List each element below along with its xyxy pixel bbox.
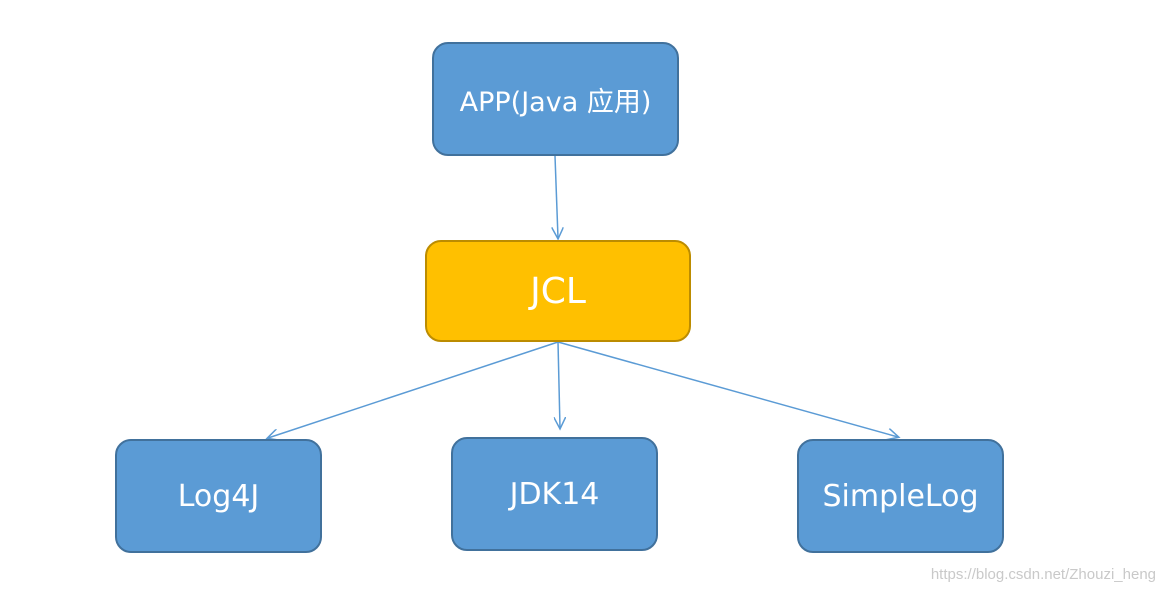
- node-jcl-label: JCL: [530, 270, 586, 312]
- edge-jcl-to-simplelog: [557, 341, 898, 437]
- node-jdk14-label: JDK14: [509, 476, 600, 512]
- node-jdk14: JDK14: [451, 437, 658, 551]
- edge-jcl-to-log4j: [268, 341, 559, 438]
- edge-jcl-to-jdk14: [558, 341, 560, 428]
- node-log4j-label: Log4J: [177, 478, 260, 514]
- node-log4j: Log4J: [115, 439, 322, 553]
- node-app-label: APP(Java 应用): [459, 86, 652, 118]
- node-simplelog-label: SimpleLog: [822, 478, 979, 514]
- node-jcl: JCL: [425, 240, 691, 342]
- edge-app-to-jcl: [555, 155, 558, 238]
- node-simplelog: SimpleLog: [797, 439, 1004, 553]
- watermark-text: https://blog.csdn.net/Zhouzi_heng: [930, 566, 1156, 583]
- node-app: APP(Java 应用): [432, 42, 679, 156]
